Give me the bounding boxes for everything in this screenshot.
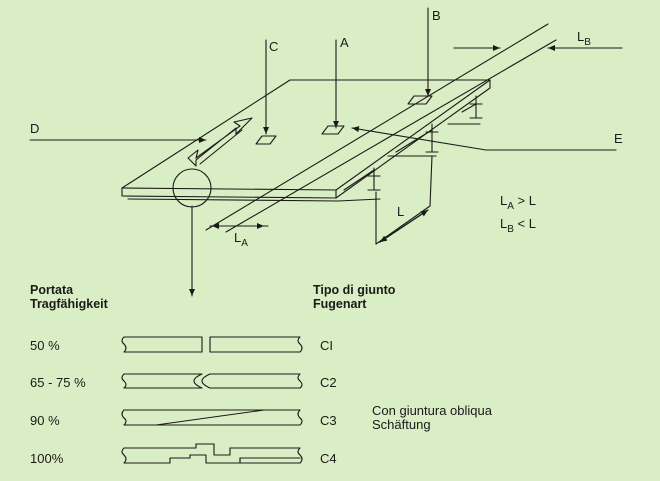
deck-markers bbox=[172, 95, 433, 208]
support-beams bbox=[343, 95, 483, 191]
dim-l: L bbox=[397, 204, 404, 219]
row-code: CI bbox=[320, 338, 333, 353]
label-d: D bbox=[30, 121, 39, 136]
row-capacity: 65 - 75 % bbox=[30, 375, 86, 390]
row-c1: 50 % CI bbox=[30, 336, 333, 353]
joint-scarf-icon bbox=[121, 409, 303, 426]
label-b: B bbox=[432, 8, 441, 23]
label-c: C bbox=[269, 39, 278, 54]
row-capacity: 100% bbox=[30, 451, 64, 466]
relation-lb: LB < L bbox=[500, 216, 536, 235]
deck-plate bbox=[121, 79, 491, 202]
row-c3: 90 % C3 Con giuntura obliqua Schäftung bbox=[30, 403, 493, 432]
row-code: C2 bbox=[320, 375, 337, 390]
row-code: C3 bbox=[320, 413, 337, 428]
callout-labels: C A B D E LB LA L LA > L LB < L bbox=[30, 8, 623, 249]
row-c4: 100% C4 bbox=[30, 443, 337, 466]
header-joint-de: Fugenart bbox=[313, 297, 367, 311]
row-note: Schäftung bbox=[372, 417, 431, 432]
dim-la: LA bbox=[234, 230, 248, 249]
header-capacity-it: Portata bbox=[30, 283, 74, 297]
row-c2: 65 - 75 % C2 bbox=[30, 373, 337, 390]
callout-leaders bbox=[29, 7, 617, 297]
header-joint-it: Tipo di giunto bbox=[313, 283, 396, 297]
joint-finger-icon bbox=[121, 373, 203, 389]
row-note: Con giuntura obliqua bbox=[372, 403, 493, 418]
row-code: C4 bbox=[320, 451, 337, 466]
row-capacity: 90 % bbox=[30, 413, 60, 428]
dimension-lines bbox=[205, 23, 623, 245]
joint-stepped-icon bbox=[121, 443, 303, 464]
header-capacity-de: Tragfähigkeit bbox=[30, 297, 109, 311]
motion-double-arrow bbox=[187, 117, 253, 167]
relation-la: LA > L bbox=[500, 193, 536, 212]
label-e: E bbox=[614, 131, 623, 146]
dim-lb: LB bbox=[577, 29, 591, 48]
table-headers: Portata Tragfähigkeit Tipo di giunto Fug… bbox=[30, 283, 396, 311]
joint-butt-icon bbox=[121, 336, 203, 353]
row-capacity: 50 % bbox=[30, 338, 60, 353]
label-a: A bbox=[340, 35, 349, 50]
